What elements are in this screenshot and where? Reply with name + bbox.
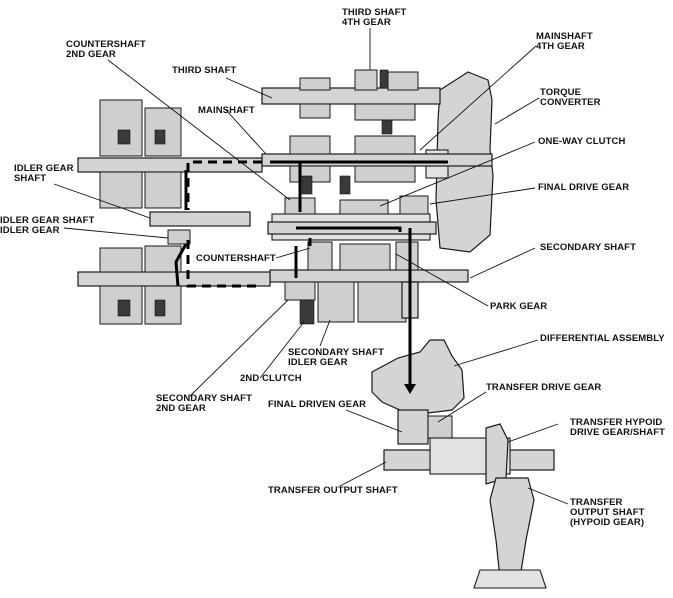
upper-left-clutch [117, 129, 131, 145]
third-shaft-clutch-pack [379, 69, 389, 89]
idler-gear-shaft [149, 211, 251, 227]
secondary-shaft-2nd-gear [284, 281, 316, 301]
third-shaft-4th-gear [354, 69, 378, 91]
label-idler-gear-shaft-idler-gear: IDLER GEAR SHAFT IDLER GEAR [0, 215, 95, 236]
idler-gear [167, 229, 191, 245]
upper-left-gear-c [99, 171, 143, 209]
lower-left-gear-a [99, 247, 143, 273]
label-one-way-clutch: ONE-WAY CLUTCH [538, 136, 626, 147]
third-shaft-gear-b [387, 71, 419, 91]
label-torque-converter: TORQUE CONVERTER [540, 87, 601, 108]
secondary-shaft-gear-b [339, 243, 391, 271]
power-flow-main [270, 160, 448, 388]
power-flow-idler-link [174, 170, 188, 287]
secondary-shaft-gear-a [307, 241, 333, 271]
label-mainshaft: MAINSHAFT [198, 105, 255, 116]
mainshaft-gear-a [289, 135, 331, 155]
label-idler-gear-shaft: IDLER GEAR SHAFT [14, 163, 74, 184]
differential-assembly [371, 339, 465, 415]
label-countershaft: COUNTERSHAFT [196, 253, 276, 264]
secondary-shaft-idler-gear [317, 281, 355, 323]
label-transfer-output-shaft-hypoid-gear: TRANSFER OUTPUT SHAFT (HYPOID GEAR) [570, 497, 645, 528]
label-2nd-clutch: 2ND CLUTCH [240, 373, 302, 384]
upper-left-gear-d [144, 171, 182, 209]
label-secondary-shaft: SECONDARY SHAFT [540, 242, 636, 253]
transfer-output-shaft-hypoid-gear [489, 477, 535, 579]
lower-left-clutch-2 [154, 299, 166, 317]
label-final-drive-gear: FINAL DRIVE GEAR [538, 182, 630, 193]
transfer-drive-gear [427, 415, 453, 439]
mainshaft-body [261, 153, 493, 167]
upper-left-clutch-2 [154, 129, 166, 145]
label-countershaft-2nd-gear: COUNTERSHAFT 2ND GEAR [66, 39, 146, 60]
power-flow-idler [186, 160, 262, 288]
third-shaft-clutch-pack-2 [381, 119, 393, 135]
label-transfer-output-shaft: TRANSFER OUTPUT SHAFT [268, 485, 398, 496]
second-clutch-pack [299, 299, 315, 325]
label-transfer-drive-gear: TRANSFER DRIVE GEAR [486, 382, 602, 393]
lower-left-clutch [117, 299, 131, 317]
transfer-output-flange [473, 569, 547, 589]
final-drive-gear [399, 195, 429, 215]
upper-left-shaft [77, 157, 263, 173]
mainshaft-4th-gear [354, 135, 416, 155]
mainshaft-clutch-pack-2 [339, 175, 351, 195]
label-third-shaft-4th-gear: THIRD SHAFT 4TH GEAR [342, 7, 407, 28]
transfer-hypoid-drive-gear [485, 423, 509, 485]
power-flow-arrow [404, 384, 416, 394]
secondary-shaft-gear-c [357, 281, 407, 323]
label-park-gear: PARK GEAR [490, 301, 548, 312]
label-transfer-hypoid-drive-gear-shaft: TRANSFER HYPOID DRIVE GEAR/SHAFT [570, 417, 666, 438]
upper-left-gear-a [99, 99, 143, 157]
countershaft-gear-b [339, 199, 389, 215]
label-mainshaft-4th-gear: MAINSHAFT 4TH GEAR [536, 31, 593, 52]
third-shaft-gear-c [299, 77, 331, 91]
label-final-driven-gear: FINAL DRIVEN GEAR [268, 399, 367, 410]
third-shaft-body [261, 87, 441, 105]
lower-left-gear-c [99, 285, 143, 325]
label-differential-assembly: DIFFERENTIAL ASSEMBLY [540, 333, 665, 344]
label-third-shaft: THIRD SHAFT [172, 65, 237, 76]
final-driven-gear [397, 409, 429, 445]
label-secondary-shaft-2nd-gear: SECONDARY SHAFT 2ND GEAR [156, 393, 252, 414]
label-secondary-shaft-idler-gear: SECONDARY SHAFT IDLER GEAR [288, 347, 384, 368]
lower-left-shaft [77, 271, 271, 287]
mainshaft-clutch-pack [301, 175, 313, 195]
third-shaft-gear-d [299, 103, 331, 119]
secondary-shaft-body [269, 269, 469, 283]
mainshaft-gear-c [354, 165, 416, 183]
leader-lines [53, 28, 569, 505]
third-shaft-gear-e [354, 103, 416, 121]
